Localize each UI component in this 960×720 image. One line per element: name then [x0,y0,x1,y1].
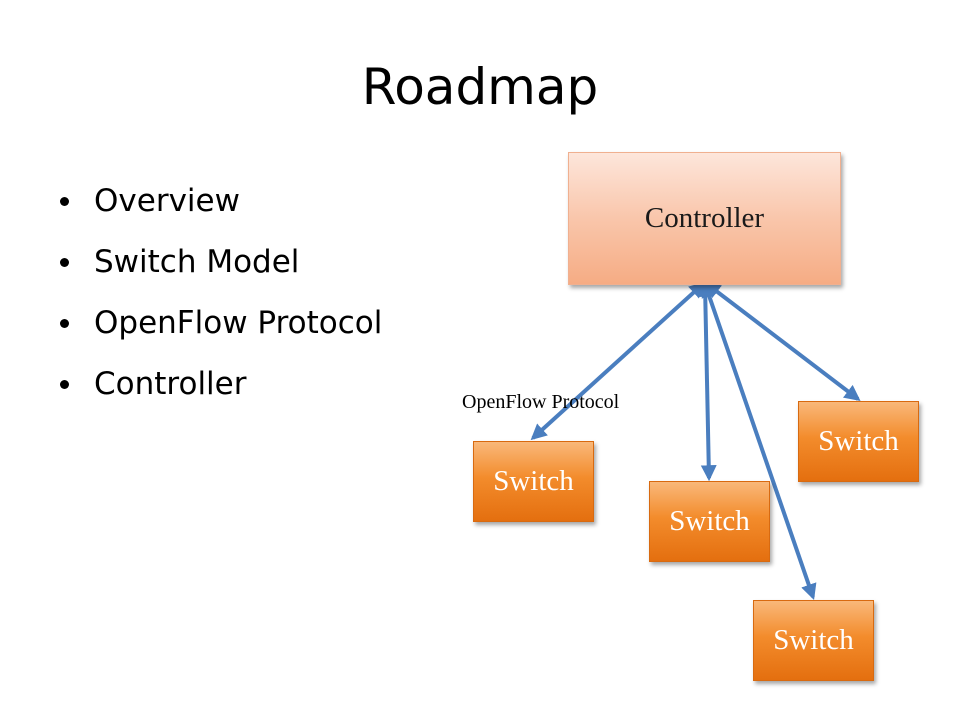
link-controller-switch-2 [697,280,717,482]
slide-title: Roadmap [361,58,599,116]
switch-box: Switch [753,600,874,681]
bullet-item: Overview [56,176,382,237]
protocol-label: OpenFlow Protocol [462,391,620,413]
bullet-item: Controller [56,359,382,420]
switch-box: Switch [473,441,594,522]
switch-box: Switch [649,481,770,562]
bullet-item: OpenFlow Protocol [56,298,382,359]
bullet-item: Switch Model [56,237,382,298]
switch-box: Switch [798,401,919,482]
bullet-list: Overview Switch Model OpenFlow Protocol … [56,176,382,420]
controller-box: Controller [568,152,841,285]
link-controller-switch-1 [530,281,706,441]
link-controller-switch-3 [704,282,861,401]
link-controller-switch-4 [701,280,817,601]
